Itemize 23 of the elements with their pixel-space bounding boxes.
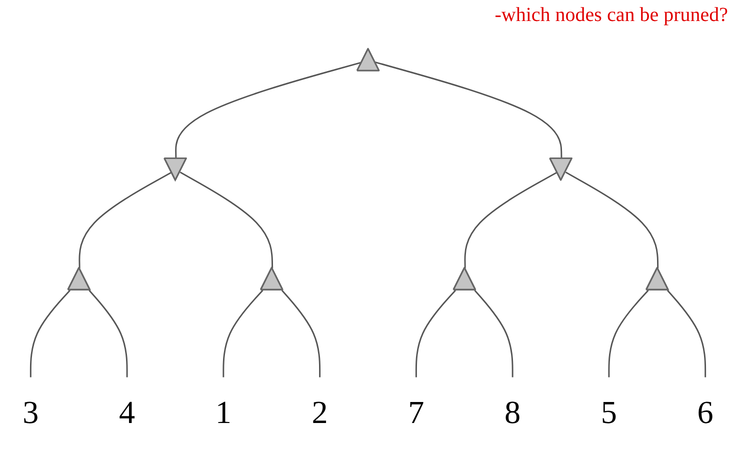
connector bbox=[88, 290, 128, 378]
connector bbox=[608, 290, 649, 378]
node-text: 2 bbox=[312, 394, 328, 431]
connector bbox=[666, 290, 706, 378]
connector bbox=[374, 61, 562, 159]
node-text: 6 bbox=[697, 394, 714, 431]
node-text: 5 bbox=[600, 394, 617, 431]
node-text: 7 bbox=[408, 394, 424, 431]
connector bbox=[30, 290, 70, 378]
connector bbox=[281, 290, 321, 378]
node-text: 1 bbox=[215, 394, 232, 431]
connector bbox=[474, 290, 514, 378]
node-text: 4 bbox=[119, 394, 136, 431]
connector bbox=[415, 290, 456, 378]
question-note: -which nodes can be pruned? bbox=[494, 4, 728, 27]
connector bbox=[180, 172, 274, 268]
connector bbox=[464, 172, 558, 268]
connector bbox=[78, 172, 172, 268]
connector bbox=[565, 172, 659, 268]
node-text: 3 bbox=[22, 394, 39, 431]
connector bbox=[222, 290, 264, 378]
connector bbox=[175, 61, 363, 159]
node-text: 8 bbox=[504, 394, 521, 431]
